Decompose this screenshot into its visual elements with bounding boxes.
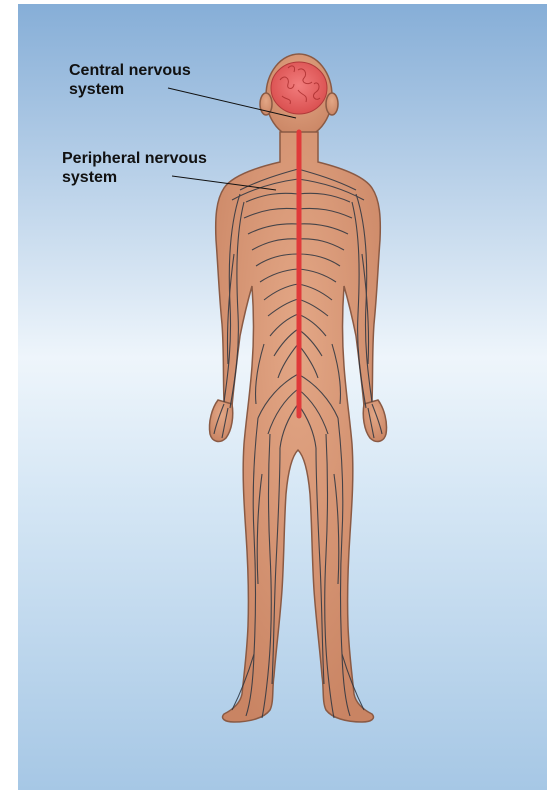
central-nervous-system-label: Central nervous system — [69, 61, 191, 99]
pns-label-line-1: Peripheral nervous — [62, 149, 207, 168]
right-ear — [326, 93, 338, 115]
pns-label-line-2: system — [62, 168, 207, 187]
brain — [271, 62, 327, 114]
nervous-system-illustration — [18, 4, 547, 790]
cns-label-line-1: Central nervous — [69, 61, 191, 80]
cns-label-line-2: system — [69, 80, 191, 99]
diagram-panel: Central nervous system Peripheral nervou… — [18, 4, 547, 790]
peripheral-nervous-system-label: Peripheral nervous system — [62, 149, 207, 187]
